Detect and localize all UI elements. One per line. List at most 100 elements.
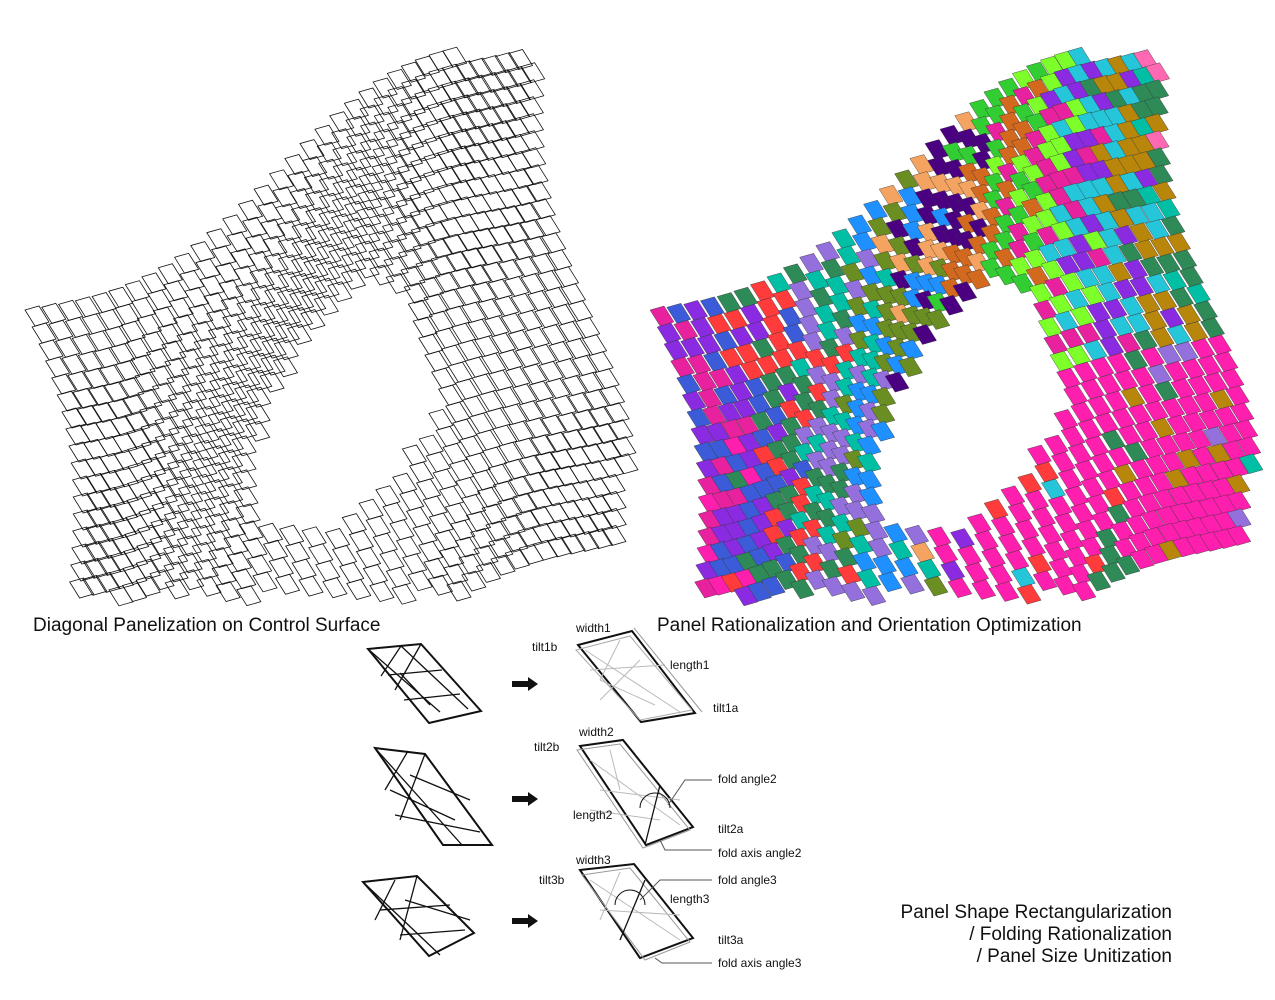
mesh-panel <box>481 54 507 76</box>
mesh-panel <box>209 343 235 365</box>
mesh-panel <box>163 280 189 302</box>
mesh-panel <box>209 360 235 382</box>
mesh-panel <box>179 269 205 291</box>
mesh-panel <box>95 418 121 440</box>
mesh-panel <box>405 506 432 528</box>
mesh-panel <box>222 214 248 236</box>
mesh-panel <box>318 209 344 231</box>
mesh-panel <box>329 230 355 252</box>
mesh-panel <box>519 219 545 240</box>
mesh-panel <box>195 388 222 410</box>
mesh-panel <box>488 369 514 391</box>
mesh-panel <box>463 142 490 164</box>
mesh-panel <box>218 279 244 301</box>
mesh-panel <box>1014 519 1040 540</box>
mesh-panel <box>1193 392 1218 413</box>
mesh-panel <box>250 318 276 340</box>
mesh-panel <box>514 256 540 278</box>
mesh-panel <box>538 360 564 382</box>
mesh-panel <box>139 490 165 512</box>
mesh-panel <box>532 539 559 561</box>
mesh-panel <box>332 179 358 201</box>
mesh-panel <box>208 326 234 348</box>
mesh-panel <box>298 575 324 597</box>
mesh-panel <box>122 547 149 568</box>
mesh-panel <box>226 231 252 253</box>
mesh-panel <box>493 69 519 91</box>
mesh-panel <box>177 484 204 506</box>
mesh-panel <box>354 257 380 279</box>
mesh-panel <box>793 297 819 318</box>
mesh-panel <box>195 258 221 280</box>
mesh-panel <box>264 286 290 308</box>
mesh-panel <box>179 569 205 591</box>
mesh-panel <box>407 299 433 321</box>
mesh-panel <box>613 453 639 475</box>
mesh-panel <box>571 355 598 376</box>
mesh-panel <box>98 309 124 330</box>
mesh-panel <box>994 581 1020 602</box>
mesh-panel <box>111 517 138 539</box>
mesh-panel <box>247 369 273 391</box>
mesh-panel <box>512 492 538 514</box>
mesh-panel <box>114 360 141 381</box>
mesh-panel <box>113 483 139 505</box>
mesh-panel <box>697 388 723 409</box>
mesh-panel <box>222 364 248 386</box>
mesh-panel <box>1121 188 1147 209</box>
mesh-panel <box>966 513 992 534</box>
mesh-panel <box>414 89 440 111</box>
mesh-panel <box>696 334 722 355</box>
mesh-panel <box>480 71 506 93</box>
mesh-panel <box>1170 378 1196 399</box>
mesh-panel <box>1115 554 1141 576</box>
mesh-panel <box>1031 507 1056 528</box>
mesh-panel <box>457 230 483 252</box>
mesh-panel <box>373 128 399 150</box>
mesh-panel <box>121 581 148 602</box>
mesh-panel <box>1135 293 1161 314</box>
mesh-panel <box>167 391 194 413</box>
mesh-panel <box>530 253 556 274</box>
mesh-panel <box>369 196 395 218</box>
mesh-panel <box>414 55 440 77</box>
mesh-panel <box>450 128 477 150</box>
label-tilt3a: tilt3a <box>718 933 744 947</box>
mesh-panel <box>203 292 229 314</box>
mesh-panel <box>502 531 529 553</box>
mesh-panel <box>399 129 425 151</box>
mesh-panel <box>971 579 997 600</box>
mesh-panel <box>926 526 952 548</box>
panel-diagrams <box>360 627 712 964</box>
mesh-panel <box>425 451 451 473</box>
mesh-panel <box>1193 300 1218 321</box>
mesh-panel <box>1123 441 1149 463</box>
mesh-panel <box>888 540 913 561</box>
mesh-panel <box>72 526 98 548</box>
mesh-panel <box>409 208 435 230</box>
mesh-panel <box>419 276 445 298</box>
mesh-panel <box>314 277 340 299</box>
mesh-panel <box>249 335 275 357</box>
mesh-panel <box>191 541 218 563</box>
mesh-panel <box>125 337 152 359</box>
mesh-panel <box>1224 457 1249 478</box>
mesh-panel <box>1148 164 1174 185</box>
mesh-panel <box>512 383 538 405</box>
mesh-panel <box>149 569 175 591</box>
mesh-panel <box>372 145 398 167</box>
mesh-panel <box>491 103 517 125</box>
mesh-panel <box>373 111 399 133</box>
mesh-panel <box>166 374 192 396</box>
mesh-panel <box>168 408 194 430</box>
mesh-panel <box>445 401 471 423</box>
mesh-panel <box>385 566 411 588</box>
mesh-panel <box>524 417 551 439</box>
mesh-panel <box>856 452 882 474</box>
mesh-panel <box>997 532 1023 554</box>
mesh-panel <box>446 580 472 602</box>
mesh-panel <box>276 288 303 310</box>
mesh-panel <box>820 258 846 279</box>
mesh-panel <box>477 122 503 144</box>
mesh-panel <box>332 162 358 184</box>
